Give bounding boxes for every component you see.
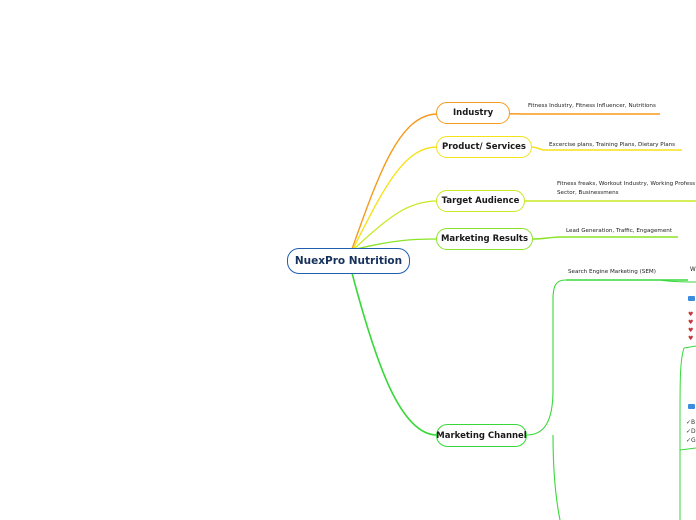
heart-icon: ♥: [688, 327, 694, 334]
check-letter-2: D: [691, 428, 696, 435]
note-target-audience-line-1: Fitness freaks, Workout Industry, Workin…: [557, 181, 696, 187]
topic-industry[interactable]: Industry: [436, 102, 511, 124]
note-link-results: [532, 236, 678, 240]
sem-link-right: [659, 279, 696, 283]
connector-channel: [351, 272, 438, 436]
sem-branch-4: [679, 447, 696, 451]
check-item-2: ✓D: [686, 428, 696, 435]
note-badge-icon: [688, 296, 695, 301]
connector-industry: [351, 113, 438, 250]
check-letter-3: G: [691, 437, 696, 444]
channel-trunk: [526, 279, 567, 436]
connector-product: [352, 146, 438, 250]
note-industry: Fitness Industry, Fitness Influencer, Nu…: [528, 103, 656, 109]
central-topic[interactable]: NuexPro Nutrition: [287, 248, 410, 274]
note-badge-icon: [688, 404, 695, 409]
connector-results: [355, 238, 438, 250]
channel-trunk-down: [552, 434, 561, 520]
heart-icon: ♥: [688, 319, 694, 326]
topic-marketing-results[interactable]: Marketing Results: [436, 228, 533, 250]
topic-target-audience[interactable]: Target Audience: [436, 190, 525, 212]
note-product-services: Excercise plans, Training Plans, Dietary…: [549, 142, 676, 148]
note-target-audience-line-2: Sector, Businessmens: [557, 190, 619, 196]
sem-branch-3-underline: [679, 347, 685, 520]
note-link-product: [531, 146, 682, 151]
heart-icon: ♥: [688, 311, 694, 318]
note-marketing-results: Lead Generation, Traffic, Engagement: [566, 228, 673, 234]
check-letter-1: B: [691, 419, 696, 426]
connector-audience: [353, 200, 438, 250]
topic-product-services[interactable]: Product/ Services: [436, 136, 532, 158]
subtopic-sem[interactable]: Search Engine Marketing (SEM): [568, 269, 656, 275]
check-item-1: ✓B: [686, 419, 696, 426]
sem-branch-2: [683, 345, 696, 349]
heart-icon: ♥: [688, 335, 694, 342]
check-item-3: ✓G: [686, 437, 696, 444]
truncated-text-w: W: [690, 267, 696, 273]
topic-marketing-channel[interactable]: Marketing Channel: [436, 424, 527, 447]
